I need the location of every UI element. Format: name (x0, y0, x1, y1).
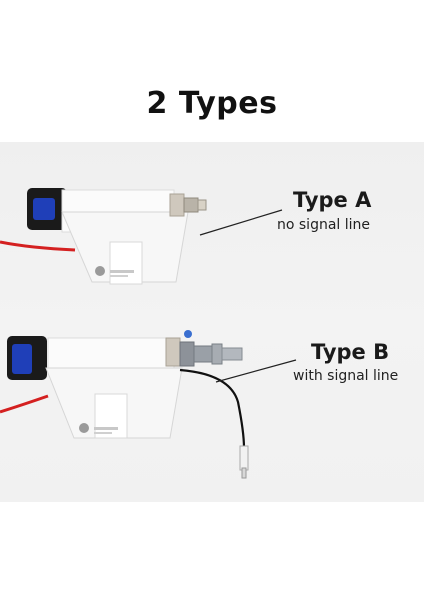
wire-terminal-b (239, 445, 249, 471)
red-wire-a (0, 240, 76, 252)
fitting-a (169, 193, 185, 217)
product-illustration (0, 188, 297, 479)
valve-type-a (0, 188, 283, 285)
clip-a (109, 241, 143, 285)
coil-blue-a (33, 198, 55, 220)
coil-blue-b (12, 344, 32, 374)
connector-b (179, 341, 195, 367)
type-a-title: Type A (293, 188, 372, 212)
fitting-b (165, 337, 181, 367)
pointer-line-a (199, 209, 283, 236)
signal-wire-b (179, 368, 246, 449)
pointer-line-b (215, 359, 297, 383)
type-b-subtitle: with signal line (293, 368, 399, 384)
type-b-title: Type B (311, 340, 390, 364)
clip-b (94, 393, 128, 439)
logo-b (79, 423, 89, 433)
type-a-subtitle: no signal line (277, 217, 371, 233)
product-photo: Type A no signal line Type B with signal… (0, 142, 424, 502)
red-wire-b (0, 394, 49, 414)
valve-type-b (0, 330, 297, 479)
headline: 2 Types (146, 86, 278, 121)
logo-a (95, 266, 105, 276)
